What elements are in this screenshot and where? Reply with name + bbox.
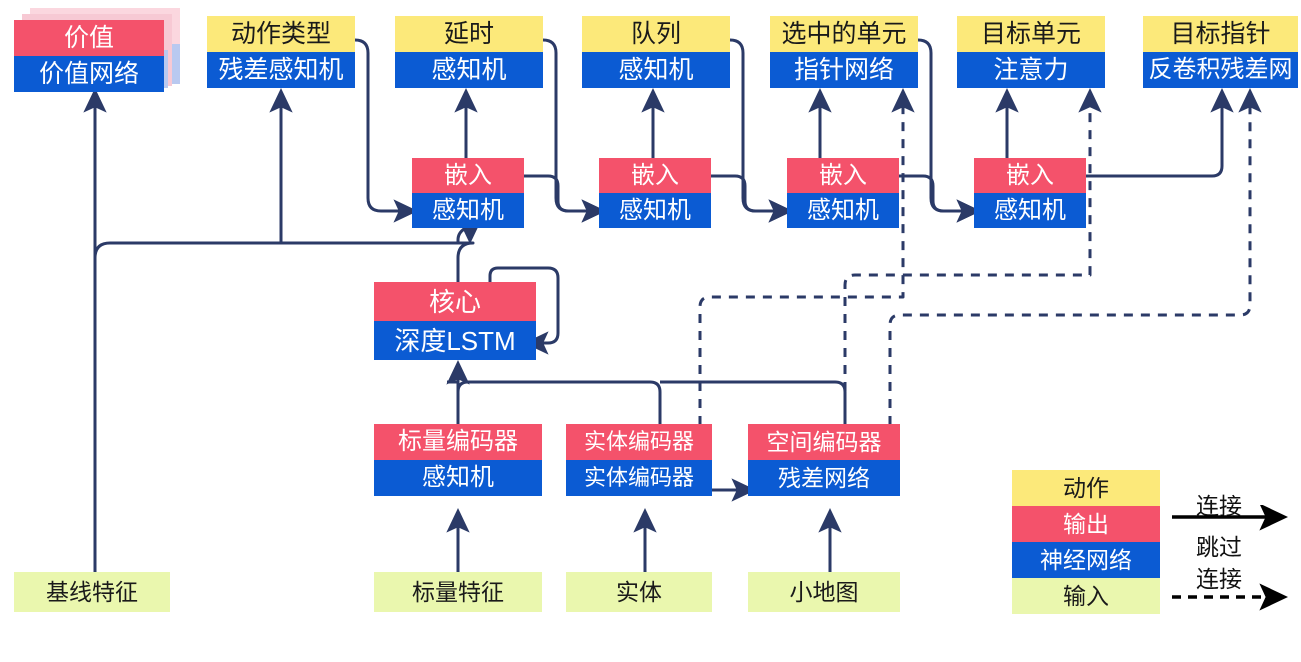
legend-swatch-network: 神经网络	[1012, 542, 1160, 578]
head-delay-network-label: 感知机	[395, 52, 543, 88]
encoder-scalar-output-label: 标量编码器	[374, 424, 542, 460]
core-output-label: 核心	[374, 282, 536, 321]
wire-core-self-loop	[488, 266, 560, 355]
legend-swatch-action: 动作	[1012, 470, 1160, 506]
embed-2[interactable]: 嵌入 感知机	[599, 158, 711, 228]
head-selected-units-action-label: 选中的单元	[770, 16, 918, 52]
wire-embed4-to-targetpoint	[1046, 87, 1234, 178]
head-value-network-label: 价值网络	[14, 56, 164, 92]
wire-core-to-bus	[456, 241, 475, 283]
head-target-unit-network-label: 注意力	[957, 52, 1105, 88]
encoder-spatial-network-label: 残差网络	[748, 460, 900, 496]
embed-3-network-label: 感知机	[787, 193, 899, 228]
head-delay[interactable]: 延时 感知机	[395, 16, 543, 88]
legend-skip-label-line2: 连接	[1196, 566, 1242, 592]
wire-entityenc-to-bus	[456, 380, 662, 425]
head-value-output-label: 价值	[14, 20, 164, 56]
encoder-entity-network-label: 实体编码器	[566, 460, 712, 496]
head-queue-action-label: 队列	[582, 16, 730, 52]
wire-actiontype-to-embed1	[354, 38, 419, 223]
head-target-point-action-label: 目标指针	[1143, 16, 1298, 52]
head-queue-network-label: 感知机	[582, 52, 730, 88]
embed-1-output-label: 嵌入	[412, 158, 524, 193]
wire-embed2-to-embed3	[711, 174, 794, 223]
legend-connection-label: 连接	[1196, 493, 1242, 519]
encoder-scalar-network-label: 感知机	[374, 460, 542, 496]
input-scalar-features[interactable]: 标量特征	[374, 572, 542, 612]
skip-spatialenc-to-targetpoint	[888, 87, 1262, 425]
legend-skip-label-line1: 跳过	[1196, 534, 1242, 560]
embed-4-output-label: 嵌入	[974, 158, 1086, 193]
head-target-unit-action-label: 目标单元	[957, 16, 1105, 52]
head-action-type[interactable]: 动作类型 残差感知机	[207, 16, 355, 88]
embed-3-output-label: 嵌入	[787, 158, 899, 193]
wire-embed3-to-embed4	[899, 174, 982, 223]
wire-spatialenc-to-bus	[660, 380, 847, 425]
head-action-type-action-label: 动作类型	[207, 16, 355, 52]
embed-4-network-label: 感知机	[974, 193, 1086, 228]
encoder-spatial-output-label: 空间编码器	[748, 424, 900, 460]
head-selected-units[interactable]: 选中的单元 指针网络	[770, 16, 918, 88]
input-minimap[interactable]: 小地图	[748, 572, 900, 612]
head-delay-action-label: 延时	[395, 16, 543, 52]
head-selected-units-network-label: 指针网络	[770, 52, 918, 88]
embed-2-network-label: 感知机	[599, 193, 711, 228]
skip-entityenc-to-targetunit	[843, 87, 1102, 425]
core-block[interactable]: 核心 深度LSTM	[374, 282, 536, 360]
embed-2-output-label: 嵌入	[599, 158, 711, 193]
embed-1-network-label: 感知机	[412, 193, 524, 228]
embed-4[interactable]: 嵌入 感知机	[974, 158, 1086, 228]
encoder-scalar[interactable]: 标量编码器 感知机	[374, 424, 542, 496]
head-value[interactable]: 价值 价值网络	[14, 20, 164, 92]
legend-swatches: 动作 输出 神经网络 输入	[1012, 470, 1160, 614]
input-entities[interactable]: 实体	[566, 572, 712, 612]
head-target-point-network-label: 反卷积残差网	[1143, 52, 1298, 88]
skip-entityenc-to-selected	[698, 87, 915, 425]
head-target-unit[interactable]: 目标单元 注意力	[957, 16, 1105, 88]
head-action-type-network-label: 残差感知机	[207, 52, 355, 88]
encoder-entity[interactable]: 实体编码器 实体编码器	[566, 424, 712, 496]
wire-embed1-to-embed2	[524, 174, 607, 223]
embed-1[interactable]: 嵌入 感知机	[412, 158, 524, 228]
embed-3[interactable]: 嵌入 感知机	[787, 158, 899, 228]
legend-swatch-output: 输出	[1012, 506, 1160, 542]
legend-swatch-input: 输入	[1012, 578, 1160, 614]
encoder-entity-output-label: 实体编码器	[566, 424, 712, 460]
head-target-point[interactable]: 目标指针 反卷积残差网	[1143, 16, 1298, 88]
input-baseline-features[interactable]: 基线特征	[14, 572, 170, 612]
head-queue[interactable]: 队列 感知机	[582, 16, 730, 88]
core-network-label: 深度LSTM	[374, 321, 536, 360]
wire-core-to-embed1	[456, 219, 482, 245]
legend-arrow-glyphs	[1172, 505, 1289, 611]
encoder-spatial[interactable]: 空间编码器 残差网络	[748, 424, 900, 496]
